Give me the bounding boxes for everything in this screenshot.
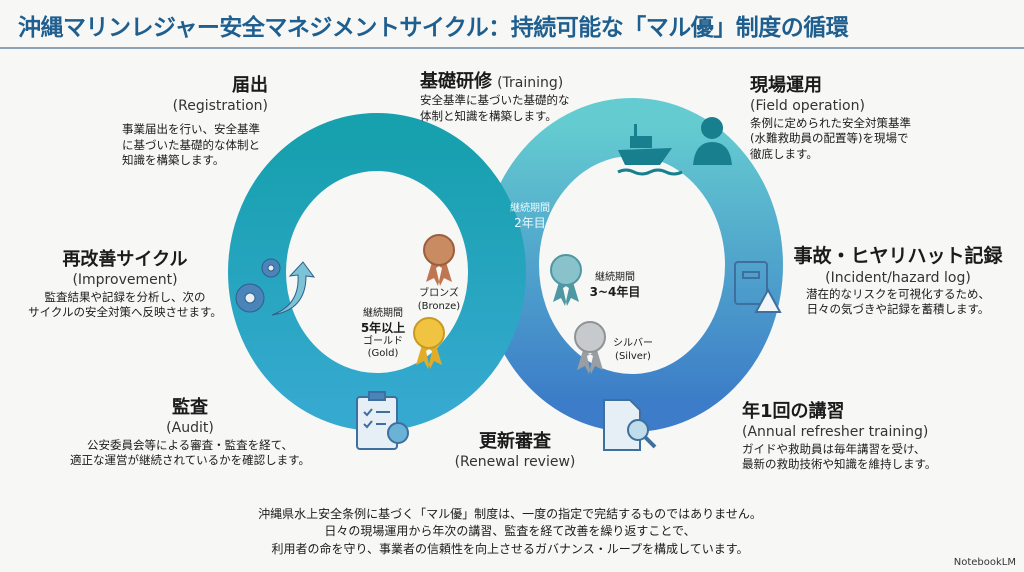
desc-line: 適正な運営が継続されているかを確認します。 — [69, 453, 310, 468]
silver-medal-icon — [574, 321, 606, 374]
gears-arrow-icon — [235, 258, 316, 316]
audit-en: (Audit) — [166, 420, 214, 437]
step-renewal: 更新審査 (Renewal review) — [440, 430, 590, 472]
footer-line: 利用者の命を守り、事業者の信頼性を向上させるガバナンス・ループを構成しています。 — [271, 541, 749, 556]
notebook-warning-icon — [734, 261, 782, 313]
left-ring — [228, 113, 526, 431]
medal-name-en: (Gold) — [367, 348, 399, 359]
desc-line: 公安委員会等による審査・監査を経て、 — [86, 437, 294, 452]
field-en: (Field operation) — [750, 98, 865, 115]
medal-name-en: (Bronze) — [417, 300, 461, 312]
desc-line: ガイドや救助員は毎年講習を受け、 — [742, 441, 926, 456]
gold-medal-icon — [413, 317, 445, 369]
teal-label: 継続期間 3~4年目 — [585, 272, 645, 300]
renewal-title: 更新審査 — [479, 431, 551, 452]
renewal-en: (Renewal review) — [454, 454, 576, 471]
boat-icon — [617, 124, 683, 176]
medal-period-value: 2年目 — [514, 215, 546, 230]
step-annual: 年1回の講習 (Annual refresher training) ガイドや救… — [742, 400, 982, 473]
teal-medal-icon — [550, 254, 582, 306]
step-registration: 届出 (Registration) — [100, 74, 268, 116]
medal-period-value: 3~4年目 — [589, 284, 641, 299]
medal-period-label: 継続期間 — [595, 272, 635, 283]
desc-line: に基づいた基礎的な体制と — [122, 137, 260, 152]
page-title: 沖縄マリンレジャー安全マネジメントサイクル：持続可能な「マル優」制度の循環 — [18, 15, 849, 41]
clipboard-certificate-icon — [356, 391, 409, 450]
desc-line: 監査結果や記録を分析し、次の — [44, 289, 206, 304]
desc-line: 知識を構築します。 — [122, 153, 225, 168]
medal-name: ゴールド — [363, 335, 403, 347]
gold-label: 継続期間 5年以上 ゴールド (Gold) — [355, 308, 411, 361]
medal-period-value: 5年以上 — [360, 320, 406, 335]
step-field: 現場運用 (Field operation) 条例に定められた安全対策基準(水難… — [750, 74, 970, 162]
footer-summary: 沖縄県水上安全条例に基づく「マル優」制度は、一度の指定で完結するものではありませ… — [200, 506, 820, 558]
desc-line: 事業届出を行い、安全基準 — [122, 122, 260, 136]
desc-line: (水難救助員の配置等)を現場で — [750, 131, 909, 146]
bronze-medal-icon — [423, 234, 455, 286]
desc-line: 潜在的なリスクを可視化するため、 — [806, 286, 990, 301]
training-en: (Training) — [497, 75, 564, 91]
annual-title: 年1回の講習 — [742, 401, 845, 422]
desc-line: 最新の救助技術や知識を維持します。 — [742, 457, 937, 472]
desc-line: 条例に定められた安全対策基準 — [750, 115, 911, 130]
medal-name: ブロンズ — [419, 288, 459, 299]
annual-en: (Annual refresher training) — [742, 424, 929, 441]
footer-line: 沖縄県水上安全条例に基づく「マル優」制度は、一度の指定で完結するものではありませ… — [258, 507, 762, 521]
desc-line: サイクルの安全対策へ反映させます。 — [28, 305, 222, 320]
improvement-en: (Improvement) — [72, 272, 178, 289]
year2-label: 継続期間 2年目 — [505, 203, 555, 231]
footer-line: 日々の現場運用から年次の講習、監査を経て改善を繰り返すことで、 — [324, 524, 696, 539]
incident-en: (Incident/hazard log) — [825, 269, 971, 286]
step-audit: 監査 (Audit) 公安委員会等による審査・監査を経て、適正な運営が継続されて… — [40, 396, 340, 469]
medal-name-en: (Silver) — [615, 350, 651, 362]
step-improvement: 再改善サイクル (Improvement) 監査結果や記録を分析し、次のサイクル… — [20, 248, 230, 321]
desc-line: 体制と知識を構築します。 — [420, 108, 557, 123]
medal-name: シルバー — [613, 338, 653, 349]
audit-title: 監査 — [172, 397, 208, 418]
silver-label: シルバー (Silver) — [608, 338, 658, 363]
lifeguard-icon — [693, 117, 732, 165]
title-divider — [0, 47, 1024, 49]
improvement-title: 再改善サイクル — [62, 249, 188, 270]
registration-desc: 事業届出を行い、安全基準 に基づいた基礎的な体制と 知識を構築します。 — [122, 122, 292, 169]
desc-line: 安全基準に基づいた基礎的な — [420, 93, 570, 108]
desc-line: 日々の気づきや記録を蓄積します。 — [806, 302, 990, 317]
medal-period-label: 継続期間 — [510, 203, 550, 214]
notebooklm-brand: NotebookLM — [953, 557, 1016, 568]
document-search-icon — [603, 399, 657, 451]
medal-period-label: 継続期間 — [363, 308, 403, 319]
registration-en: (Registration) — [172, 98, 268, 115]
desc-line: 徹底します。 — [750, 146, 818, 161]
step-training: 基礎研修 (Training) 安全基準に基づいた基礎的な体制と知識を構築します… — [420, 70, 640, 124]
field-title: 現場運用 — [750, 75, 822, 96]
bronze-label: ブロンズ (Bronze) — [414, 288, 464, 313]
incident-title: 事故・ヒヤリハット記録 — [793, 245, 1003, 267]
registration-title: 届出 — [232, 75, 268, 96]
training-title: 基礎研修 — [420, 71, 492, 92]
step-incident: 事故・ヒヤリハット記録 (Incident/hazard log) 潜在的なリス… — [790, 244, 1006, 318]
